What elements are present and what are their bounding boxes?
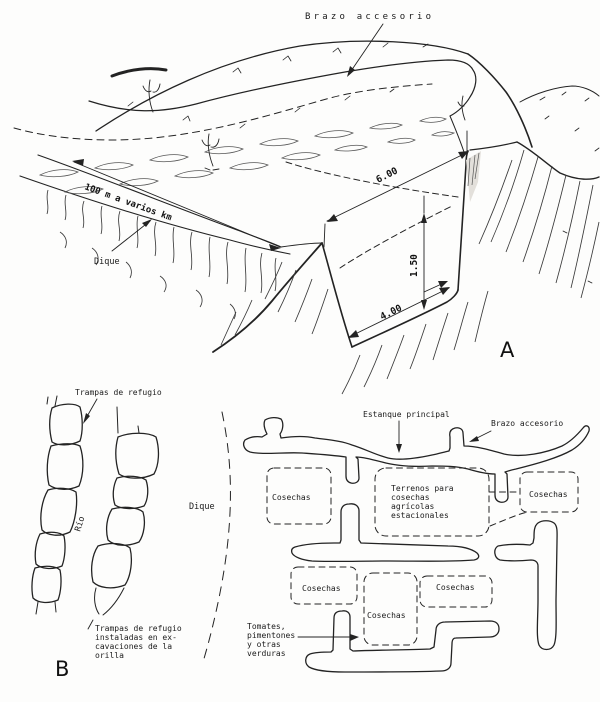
cosechas-label-left: Cosechas <box>272 493 311 502</box>
panel-b-letter: B <box>55 657 69 681</box>
terrenos-line-1: Terrenos para <box>391 484 454 493</box>
dim-400-label: 4.00 <box>378 303 404 323</box>
cosechas-box-right <box>519 471 579 513</box>
trench-wall-shading <box>466 151 481 202</box>
dimension-top-width: 6.00 <box>323 130 469 248</box>
channel-length-label: 100 m a varios km <box>83 181 174 223</box>
dique-annotation-a: Dique <box>94 219 152 267</box>
crop-plots-dashed <box>266 467 579 646</box>
floor-slope-hatching <box>341 290 489 395</box>
brazo-accesorio-label-a: Brazo accesorio <box>305 12 434 22</box>
cosechas-label-right: Cosechas <box>529 490 568 499</box>
panel-b-caption: Trampas de refugio instaladas en ex- cav… <box>87 619 182 660</box>
brazo-accesorio-annotation-a: Brazo accesorio <box>305 12 434 77</box>
dimension-depth: 1.50 <box>409 195 427 310</box>
panel-a-perspective-drawing: 6.00 1.50 4.00 100 m a varios km Brazo a… <box>13 12 600 395</box>
caption-line-1: Trampas de refugio <box>95 624 182 633</box>
hidden-crest-dashed <box>285 161 459 269</box>
pond-waterline-dashed <box>13 83 433 141</box>
caption-line-3: cavaciones de la <box>95 642 172 651</box>
terrenos-line-3: agrícolas <box>391 502 435 511</box>
brazo-accesorio-label-c: Brazo accesorio <box>491 419 563 428</box>
dike-bank-crest <box>19 154 323 353</box>
tomates-annotation: Tomates, pimentones y otras verduras <box>247 622 359 658</box>
tomates-line-2: pimentones <box>247 631 295 640</box>
terrenos-box <box>374 467 490 537</box>
estanque-principal-label: Estanque principal <box>363 410 450 419</box>
brazo-accesorio-annotation-c: Brazo accesorio <box>469 419 563 442</box>
plot-connector-dashes <box>488 491 529 527</box>
panel-c-plan-view: Estanque principal Brazo accesorio Cosec… <box>243 410 590 673</box>
trampas-label: Trampas de refugio <box>75 388 162 397</box>
dim-600-label: 6.00 <box>374 165 400 185</box>
channel-water-squiggles <box>38 116 456 195</box>
refuge-trap-cells-left-chain <box>31 395 84 615</box>
cosechas-label-lower-left: Cosechas <box>302 584 341 593</box>
caption-line-4: orilla <box>95 651 124 660</box>
right-slope-hatching <box>478 149 600 299</box>
dique-label-a: Dique <box>94 257 120 267</box>
terrenos-line-2: cosechas <box>391 493 430 502</box>
dimension-bottom-width: 4.00 <box>348 281 450 338</box>
right-pond-band <box>494 520 558 651</box>
rio-label: Río <box>73 515 87 533</box>
erosion-and-tufts <box>127 42 600 284</box>
main-pond-band <box>243 416 590 503</box>
second-pond-band <box>290 503 480 563</box>
tomates-line-1: Tomates, <box>247 622 286 631</box>
trench-cross-section <box>321 141 518 348</box>
cosechas-label-lower-mid: Cosechas <box>367 611 406 620</box>
cosechas-box-lower-right <box>419 575 493 608</box>
dike-arc-dashed <box>202 411 231 663</box>
dique-label-b: Dique <box>189 502 215 512</box>
dim-150-label: 1.50 <box>409 254 420 277</box>
caption-line-2: instaladas en ex- <box>95 633 177 642</box>
cosechas-box-lower-mid <box>363 572 418 646</box>
cosechas-box-lower-left <box>290 566 358 605</box>
terrenos-label-block: Terrenos para cosechas agrícolas estacio… <box>391 484 454 520</box>
tomates-line-3: y otras <box>247 640 281 649</box>
panel-b-river-traps: Trampas de refugio Río Dique Trampas de … <box>31 388 231 681</box>
estanque-annotation: Estanque principal <box>363 410 450 453</box>
bottom-pond-band <box>305 610 500 673</box>
cosechas-box-left <box>266 467 332 525</box>
cosechas-label-lower-right: Cosechas <box>436 583 475 592</box>
mouth-face-hatching <box>220 261 329 346</box>
bank-front-hatching <box>46 189 277 320</box>
tomates-line-4: verduras <box>247 649 286 658</box>
channel-length-dimension: 100 m a varios km <box>72 159 281 251</box>
trampas-annotation: Trampas de refugio <box>75 388 162 424</box>
terrenos-line-4: estacionales <box>391 511 449 520</box>
panel-a-letter: A <box>500 338 515 362</box>
refuge-trap-cells-right-chain <box>91 406 160 616</box>
berm-embankment <box>88 40 600 180</box>
